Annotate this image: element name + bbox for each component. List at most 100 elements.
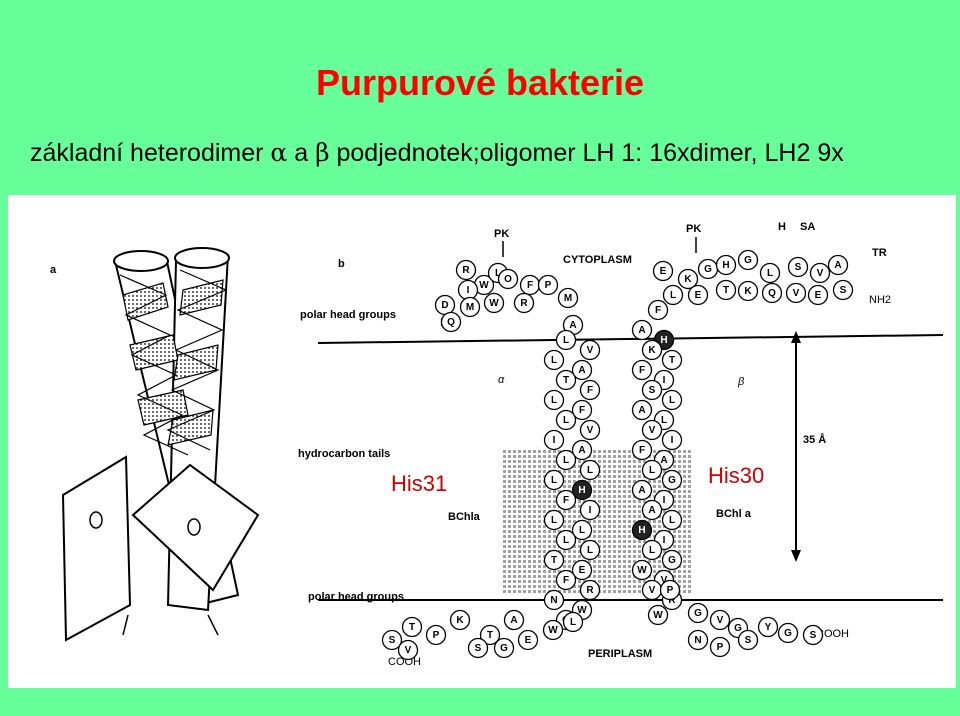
svg-text:G: G [784, 628, 792, 639]
panel-b-label: b [338, 258, 345, 270]
svg-text:A: A [578, 445, 585, 456]
svg-text:I: I [553, 435, 556, 446]
panel-b-diagram: b CYTOPLASM PERIPLASM polar head groups … [298, 221, 943, 668]
residue-circle: S [789, 258, 808, 277]
slide-title: Purpurové bakterie [0, 62, 960, 104]
residue-circle: H [717, 256, 736, 275]
svg-text:W: W [637, 565, 647, 576]
residue-circle: F [557, 491, 576, 510]
svg-text:V: V [587, 345, 594, 356]
svg-text:R: R [520, 298, 528, 309]
svg-text:V: V [649, 425, 656, 436]
residue-circle: V [787, 284, 806, 303]
svg-text:I: I [663, 495, 666, 506]
svg-text:T: T [409, 622, 415, 633]
residue-circle: L [581, 541, 600, 560]
svg-text:T: T [723, 285, 729, 296]
residue-circle: V [711, 611, 730, 630]
svg-text:A: A [660, 455, 667, 466]
svg-text:V: V [587, 425, 594, 436]
residue-circle: T [663, 351, 682, 370]
svg-text:S: S [745, 635, 752, 646]
residue-circle: I [581, 501, 600, 520]
svg-text:A: A [638, 325, 645, 336]
residue-circle: P [661, 581, 680, 600]
alpha-symbol: α [270, 138, 287, 167]
svg-text:L: L [587, 465, 593, 476]
svg-text:H: H [722, 260, 729, 271]
svg-text:L: L [570, 617, 576, 628]
residue-circle: A [633, 321, 652, 340]
residue-circle: A [829, 256, 848, 275]
svg-text:F: F [579, 405, 585, 416]
svg-text:V: V [793, 288, 800, 299]
bchl-right-label: BChl a [716, 508, 752, 520]
residue-circle: T [717, 281, 736, 300]
svg-text:N: N [694, 635, 701, 646]
his30-annotation: His30 [708, 463, 764, 488]
residue-circle: Q [442, 313, 461, 332]
residue-circle: L [557, 411, 576, 430]
bchl-plane-right [133, 465, 258, 590]
residue-circle: R [581, 581, 600, 600]
svg-text:D: D [441, 300, 448, 311]
svg-text:I: I [671, 435, 674, 446]
residue-circle: F [557, 571, 576, 590]
polar-head-bottom-label: polar head groups [308, 591, 404, 603]
residue-circle: O [499, 270, 518, 289]
residue-circle: L [761, 264, 780, 283]
residue-circle: I [545, 431, 564, 450]
his31-annotation: His31 [391, 471, 447, 496]
svg-text:L: L [551, 475, 557, 486]
svg-text:L: L [551, 355, 557, 366]
residue-circle: G [663, 551, 682, 570]
residue-circle: L [557, 331, 576, 350]
residue-circle: L [564, 613, 583, 632]
svg-text:A: A [834, 260, 841, 271]
svg-text:L: L [661, 415, 667, 426]
svg-text:G: G [668, 475, 676, 486]
residue-circle: W [485, 294, 504, 313]
tr-label: TR [872, 247, 887, 259]
svg-text:R: R [586, 585, 594, 596]
svg-text:K: K [648, 345, 656, 356]
svg-text:E: E [695, 290, 702, 301]
polar-head-top-label: polar head groups [300, 309, 396, 321]
residue-circle: S [834, 281, 853, 300]
h-label: H [778, 221, 786, 233]
svg-text:L: L [551, 395, 557, 406]
svg-text:T: T [563, 375, 569, 386]
svg-text:I: I [663, 375, 666, 386]
svg-text:Q: Q [447, 317, 455, 328]
residue-circle: F [581, 381, 600, 400]
svg-text:W: W [653, 610, 663, 621]
svg-text:K: K [684, 274, 692, 285]
svg-text:A: A [638, 485, 645, 496]
svg-text:L: L [669, 515, 675, 526]
residue-circle: G [739, 251, 758, 270]
svg-text:W: W [479, 280, 489, 291]
svg-text:F: F [527, 280, 533, 291]
svg-text:T: T [669, 355, 675, 366]
residue-circle: E [519, 631, 538, 650]
residue-circle: R [457, 261, 476, 280]
residue-circle: L [545, 391, 564, 410]
residue-circle: L [663, 511, 682, 530]
svg-text:P: P [717, 642, 724, 653]
svg-text:W: W [548, 625, 558, 636]
svg-text:L: L [767, 268, 773, 279]
subtitle-text-2: a [287, 139, 315, 167]
svg-text:O: O [504, 274, 512, 285]
svg-text:L: L [563, 535, 569, 546]
svg-text:S: S [810, 630, 817, 641]
svg-text:V: V [817, 268, 824, 279]
svg-text:F: F [563, 495, 569, 506]
residue-circle: W [649, 606, 668, 625]
residue-circle: F [521, 276, 540, 295]
residue-circle: K [739, 282, 758, 301]
svg-text:L: L [579, 525, 585, 536]
svg-text:L: L [669, 395, 675, 406]
svg-text:V: V [405, 645, 412, 656]
residue-circle: G [495, 639, 514, 658]
svg-text:E: E [579, 565, 586, 576]
